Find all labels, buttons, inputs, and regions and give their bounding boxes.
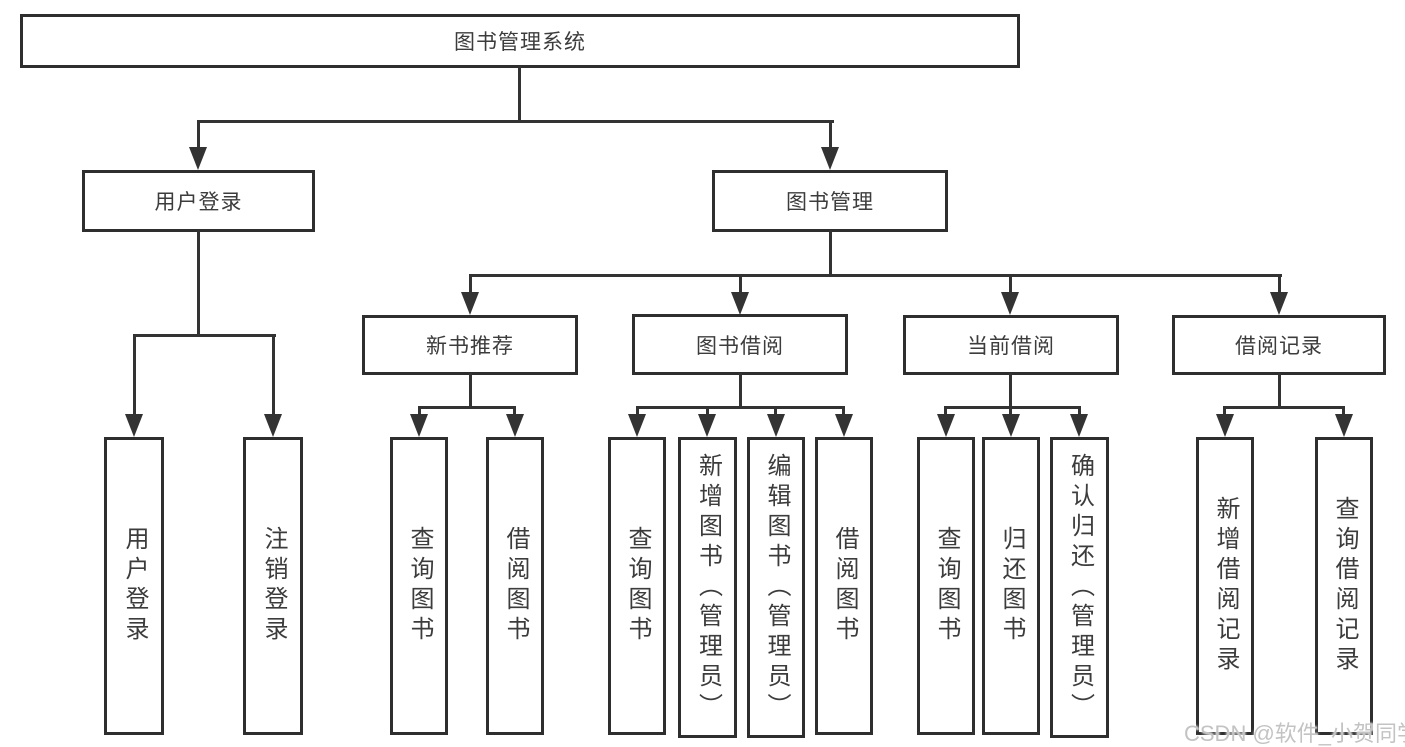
edge-line [272, 334, 275, 417]
node-label: 借阅记录 [1235, 335, 1323, 358]
arrow-down-icon [1335, 414, 1353, 437]
edge-line [418, 406, 516, 409]
edge-line [1009, 274, 1012, 296]
edge-line [774, 406, 777, 417]
csdn-watermark: CSDN @软件_小贺同学 [1184, 721, 1405, 746]
leaf-borrow-edit-book-admin: 编辑图书（管理员） [747, 437, 805, 738]
edge-line [706, 406, 709, 417]
edge-line [1278, 373, 1281, 409]
edge-line [518, 66, 521, 123]
edge-line [197, 120, 834, 123]
node-current-borrowing: 当前借阅 [903, 315, 1119, 375]
arrow-down-icon [1002, 414, 1020, 437]
leaf-label: 新增图书（管理员） [694, 452, 722, 723]
edge-line [829, 230, 832, 277]
arrow-down-icon [698, 414, 716, 437]
edge-line [133, 334, 136, 417]
arrow-down-icon [628, 414, 646, 437]
edge-line [1078, 406, 1081, 417]
leaf-records-query-record: 查询借阅记录 [1315, 437, 1373, 735]
node-library-system: 图书管理系统 [20, 14, 1020, 68]
leaf-rec-query-book: 查询图书 [390, 437, 448, 735]
edge-line [636, 406, 639, 417]
leaf-label: 编辑图书（管理员） [763, 452, 790, 723]
leaf-label: 查询图书 [406, 526, 433, 646]
arrow-down-icon [937, 414, 955, 437]
arrow-down-icon [731, 292, 749, 315]
node-book-borrowing: 图书借阅 [632, 314, 848, 375]
arrow-down-icon [1070, 414, 1088, 437]
node-label: 图书管理系统 [454, 31, 586, 54]
leaf-current-confirm-return-admin: 确认归还（管理员） [1050, 437, 1109, 738]
leaf-label: 查询图书 [624, 526, 651, 646]
leaf-label: 归还图书 [998, 526, 1025, 646]
edge-line [842, 406, 845, 417]
leaf-current-query-book: 查询图书 [917, 437, 975, 735]
leaf-label: 借阅图书 [831, 526, 858, 646]
arrow-down-icon [767, 414, 785, 437]
edge-line [469, 274, 1282, 277]
arrow-down-icon [1270, 292, 1288, 315]
edge-line [1009, 373, 1012, 409]
edge-line [469, 373, 472, 409]
node-label: 当前借阅 [967, 335, 1055, 358]
arrow-down-icon [821, 147, 839, 170]
leaf-label: 确认归还（管理员） [1066, 452, 1094, 723]
leaf-borrow-add-book-admin: 新增图书（管理员） [678, 437, 737, 738]
arrow-down-icon [125, 414, 143, 437]
node-user-login: 用户登录 [82, 170, 315, 232]
edge-line [418, 406, 421, 417]
edge-line [133, 334, 276, 337]
edge-line [739, 274, 742, 296]
edge-line [636, 406, 845, 409]
leaf-label: 新增借阅记录 [1212, 496, 1239, 676]
edge-line [513, 406, 516, 417]
leaf-label: 借阅图书 [502, 526, 529, 646]
edge-line [944, 406, 1080, 409]
leaf-label: 注销登录 [260, 526, 287, 646]
edge-line [197, 120, 200, 148]
leaf-borrow-borrow-book: 借阅图书 [815, 437, 873, 735]
edge-line [1342, 406, 1345, 417]
arrow-down-icon [461, 292, 479, 315]
node-borrowing-records: 借阅记录 [1172, 315, 1386, 375]
arrow-down-icon [506, 414, 524, 437]
edge-line [1223, 406, 1226, 417]
node-label: 新书推荐 [426, 335, 514, 358]
edge-line [739, 373, 742, 409]
edge-line [197, 230, 200, 337]
edge-line [1009, 406, 1012, 417]
arrow-down-icon [264, 414, 282, 437]
edge-line [469, 274, 472, 296]
leaf-user-login: 用户登录 [104, 437, 164, 735]
arrow-down-icon [1216, 414, 1234, 437]
edge-line [1278, 274, 1281, 296]
node-label: 用户登录 [154, 191, 243, 214]
leaf-logout: 注销登录 [243, 437, 303, 735]
edge-line [829, 120, 832, 148]
arrow-down-icon [410, 414, 428, 437]
arrow-down-icon [189, 147, 207, 170]
edge-line [1223, 406, 1345, 409]
arrow-down-icon [835, 414, 853, 437]
node-new-book-recommendation: 新书推荐 [362, 315, 578, 375]
leaf-label: 查询图书 [933, 526, 960, 646]
leaf-rec-borrow-book: 借阅图书 [486, 437, 544, 735]
leaf-label: 用户登录 [121, 526, 148, 646]
leaf-borrow-query-book: 查询图书 [608, 437, 666, 735]
node-label: 图书管理 [786, 191, 874, 214]
edge-line [944, 406, 947, 417]
arrow-down-icon [1001, 292, 1019, 315]
leaf-current-return-book: 归还图书 [982, 437, 1040, 735]
node-book-management: 图书管理 [712, 170, 948, 232]
leaf-records-add-record: 新增借阅记录 [1196, 437, 1254, 735]
leaf-label: 查询借阅记录 [1331, 496, 1358, 676]
node-label: 图书借阅 [696, 334, 784, 358]
